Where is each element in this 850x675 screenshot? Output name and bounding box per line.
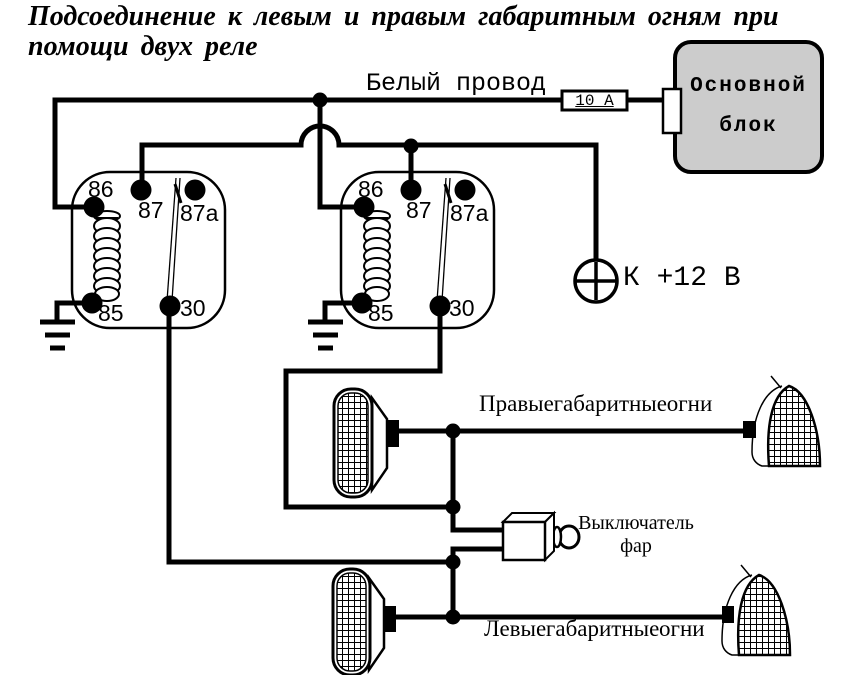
power-label: К +12 В [623,263,741,294]
right-lights-label: Правые габаритные огни [479,391,713,416]
relay-left-pin-30 [159,295,181,317]
relay-left-pin-87a [184,179,206,201]
fuse-body [560,89,629,112]
headlight-switch [500,510,581,563]
relay-right-armature [436,177,453,302]
junction-dot [445,423,461,439]
lamp-left-near [331,567,396,675]
main-block-label: Основной блок [675,67,822,147]
junction-dot [312,92,328,108]
junction-dot [445,499,461,515]
plus-icon [576,262,616,300]
relay-right-pin-87a [454,179,476,201]
left-lights-label: Левые габаритные огни [484,616,705,641]
relay-left-pin-87a-label: 87a [180,200,219,226]
relay-left-coil [93,210,121,302]
right-relay-85-ground-wire [322,300,354,321]
junction-dot [445,554,461,570]
relay-left-armature [166,177,183,302]
right-relay-30-wire [283,307,453,510]
left-relay-30-wire [166,307,453,565]
switch-lower-lead [450,546,504,618]
relay-right-pin-86 [353,196,375,218]
relay-left-pin-86 [83,196,105,218]
main-block-connector [661,87,683,135]
white-wire-label: Белый провод [366,69,547,98]
relay-left-pin-30-label: 30 [180,295,206,321]
relay-right-pin-85 [351,292,373,314]
relay-left-pin-85 [81,292,103,314]
fuse-rating-label: 10 А [575,92,614,110]
main-block-label-line1: Основной [690,75,807,98]
switch-upper-lead [450,431,504,533]
title-line-2: помощи двух реле [28,31,258,62]
switch-label-line2: фар [620,535,652,557]
junction-dot [403,138,419,154]
switch-label: Выключатель фар [578,512,694,558]
relay-left-pin-86-label: 86 [88,176,114,202]
ground-symbol-left [40,319,75,351]
junction-dot [445,609,461,625]
lamp-right-near [332,387,399,499]
diagram-title: Подсоединение к левым и правым габаритны… [28,2,779,62]
junction-dots [312,92,461,625]
relay-right-pin-87a-label: 87a [450,200,489,226]
power-source-symbol [573,258,619,304]
main-block-label-line2: блок [719,115,778,138]
lamp-right-far [743,375,822,468]
relay-right-pin-30-label: 30 [449,295,475,321]
switch-label-line1: Выключатель [578,512,694,534]
relay-right-pin-87 [400,179,422,201]
relay-left-pin-87-label: 87 [138,197,164,223]
white-wire [52,97,562,210]
relay-left-pin-87 [130,179,152,201]
relay-right-pin-30 [429,295,451,317]
relay-right-pin-87-label: 87 [406,197,432,223]
relay-left-pin-85-label: 85 [98,300,124,326]
title-line-1: Подсоединение к левым и правым габаритны… [28,1,779,32]
relay-right-coil [363,210,391,302]
right-relay-86-wire [317,100,356,210]
ground-symbol-right [308,319,343,351]
left-relay-85-ground-wire [54,300,84,321]
relay-right-pin-85-label: 85 [368,300,394,326]
lamp-left-far [721,564,792,657]
relay-right-pin-86-label: 86 [358,176,384,202]
